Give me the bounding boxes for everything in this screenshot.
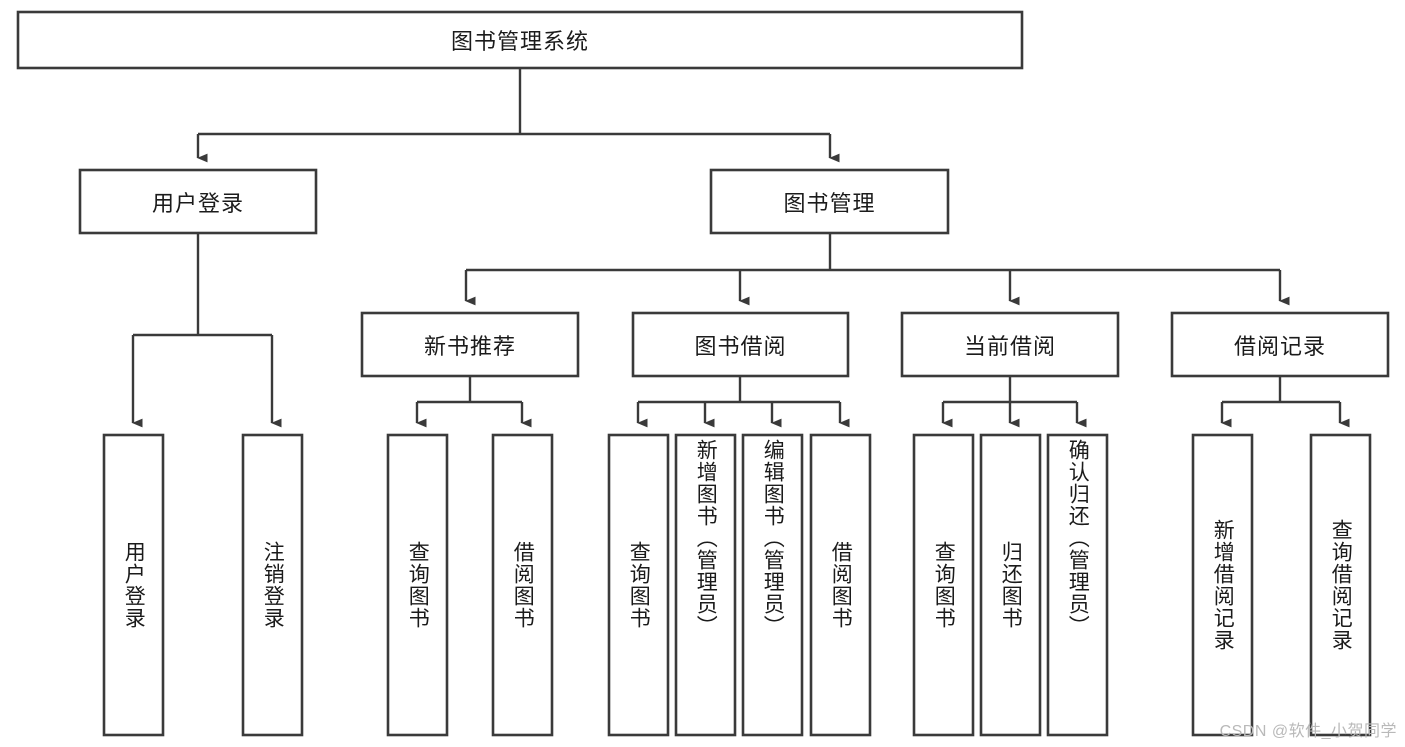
csdn-watermark: CSDN @软件_小贺同学 — [1219, 723, 1397, 740]
edge-group — [131, 68, 1350, 428]
node-group — [16, 10, 1390, 737]
node-leaf-new-book-2[interactable] — [491, 433, 554, 737]
node-root[interactable] — [16, 10, 1024, 70]
node-new-book-recommend[interactable] — [360, 311, 580, 378]
node-current-borrow[interactable] — [900, 311, 1120, 378]
node-leaf-record-2[interactable] — [1309, 433, 1372, 737]
node-leaf-current-1[interactable] — [912, 433, 975, 737]
node-leaf-borrow-4[interactable] — [809, 433, 872, 737]
node-leaf-new-book-1[interactable] — [386, 433, 449, 737]
node-leaf-borrow-1[interactable] — [607, 433, 670, 737]
node-user-login[interactable] — [78, 168, 318, 235]
node-leaf-user-login-2[interactable] — [241, 433, 304, 737]
node-leaf-user-login-1[interactable] — [102, 433, 165, 737]
node-leaf-borrow-3[interactable] — [741, 433, 804, 737]
node-book-management[interactable] — [709, 168, 950, 235]
node-book-borrow[interactable] — [631, 311, 850, 378]
node-leaf-record-1[interactable] — [1191, 433, 1254, 737]
node-leaf-current-2[interactable] — [979, 433, 1042, 737]
node-borrow-record[interactable] — [1170, 311, 1390, 378]
node-leaf-current-3[interactable] — [1046, 433, 1109, 737]
node-leaf-borrow-2[interactable] — [674, 433, 737, 737]
